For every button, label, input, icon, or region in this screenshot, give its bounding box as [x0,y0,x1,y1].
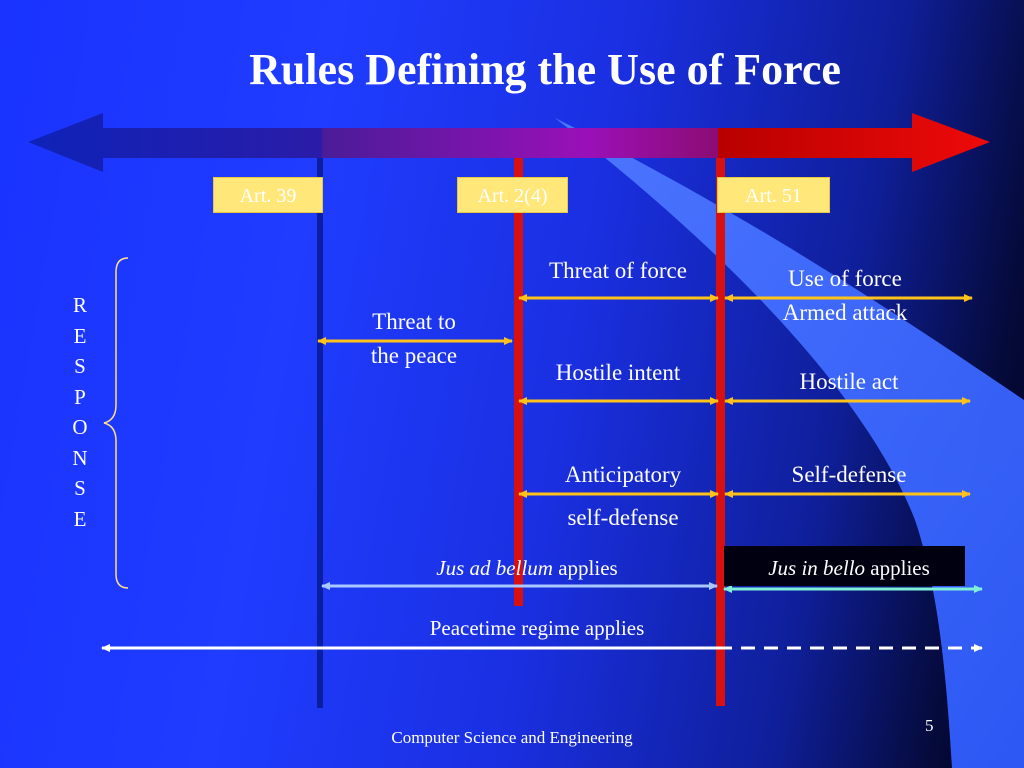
label-jus-in-bello: Jus in bello applies [768,551,930,585]
response-letter: N [72,445,88,470]
timeline-arrow-right [718,113,990,172]
jus-ad-bellum-rest: applies [552,556,618,580]
page-number: 5 [925,716,934,735]
response-letter: E [73,323,87,348]
label-peacetime: Peacetime regime applies [429,616,645,640]
label-anticipatory: Anticipatory [564,462,682,487]
response-brace [103,257,129,589]
slide-title: Rules Defining the Use of Force [249,45,841,94]
jus-in-bello-italic: Jus in bello [768,556,866,580]
label-hostile-act: Hostile act [799,369,899,394]
response-letter: O [72,415,88,439]
label-art-51: Art. 51 [717,177,830,213]
response-letter: P [74,384,86,409]
jus-in-bello-rest: applies [865,556,930,580]
label-self-defense: Self-defense [791,462,907,487]
label-art-2-4: Art. 2(4) [457,177,568,213]
timeline-arrow-left [28,113,322,172]
response-vertical-label: R E S P O N S E [70,290,90,534]
vline-art39 [317,158,323,708]
jus-in-bello-background [724,546,965,586]
slide-footer: Computer Science and Engineering [391,728,633,747]
background-wedge [555,118,1024,768]
vline-art51 [716,158,725,706]
response-letter: E [73,506,87,531]
label-self-defense-line2: self-defense [567,505,679,530]
response-letter: S [74,354,86,378]
label-armed-attack: Armed attack [782,300,908,325]
response-letter: R [72,293,87,317]
label-art-39: Art. 39 [213,177,323,213]
label-jus-ad-bellum: Jus ad bellum applies [436,551,617,585]
response-letter: S [74,476,86,500]
label-threat-to-peace-line2: the peace [370,343,458,368]
label-threat-to-peace-line1: Threat to [372,309,456,334]
jus-ad-bellum-italic: Jus ad bellum [436,556,553,580]
vline-art2-4 [514,158,523,606]
label-threat-of-force: Threat of force [549,258,687,283]
label-use-of-force: Use of force [788,266,902,291]
label-hostile-intent: Hostile intent [555,360,681,385]
